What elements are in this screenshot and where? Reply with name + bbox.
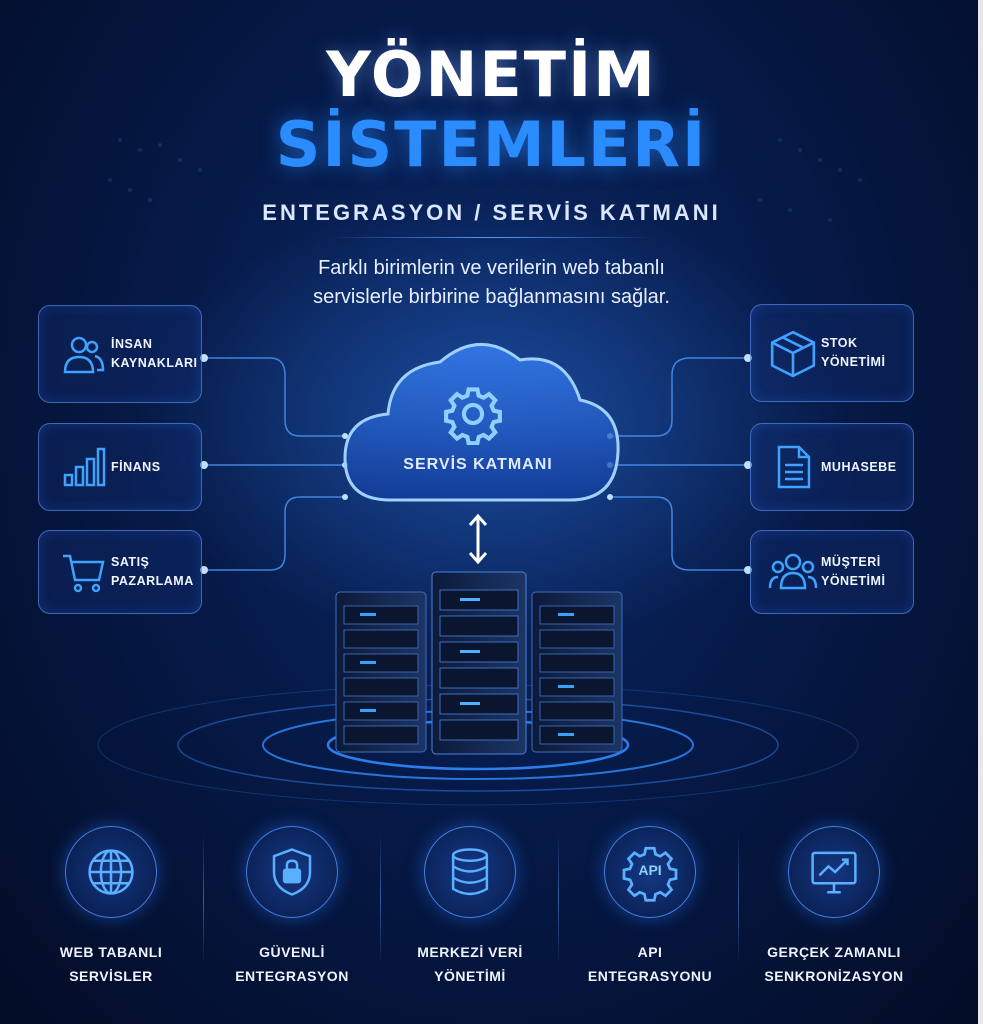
double-arrow-icon xyxy=(468,513,488,565)
users-icon xyxy=(63,336,105,374)
subtitle: ENTEGRASYON / SERVİS KATMANI xyxy=(262,200,721,225)
feature-label-line-1: MERKEZİ VERİ xyxy=(417,944,523,960)
gear-icon xyxy=(444,387,502,445)
description: Farklı birimlerin ve verilerin web taban… xyxy=(180,254,803,312)
server-racks xyxy=(335,571,623,755)
cloud-service-layer xyxy=(343,343,620,502)
feature-label-line-1: WEB TABANLI xyxy=(59,944,163,960)
right-edge-strip xyxy=(978,0,983,1024)
document-icon xyxy=(777,445,811,489)
module-card-stok-yonetimi[interactable]: STOK YÖNETİMİ xyxy=(750,304,914,402)
monitor-chart-icon xyxy=(811,851,857,894)
module-label-line-1: STOK xyxy=(821,336,858,350)
feature-gercek-zamanli-senkronizasyon: GERÇEK ZAMANLI SENKRONİZASYON xyxy=(744,826,924,988)
box-icon xyxy=(770,330,816,378)
module-label-line-1: FİNANS xyxy=(111,459,161,474)
divider xyxy=(330,237,653,238)
module-label-line-1: MÜŞTERİ xyxy=(821,555,881,569)
feature-web-tabanli-servisler: WEB TABANLI SERVİSLER xyxy=(21,826,201,988)
module-label: İNSAN KAYNAKLARI xyxy=(111,335,198,373)
api-badge: API xyxy=(638,862,662,878)
customers-icon xyxy=(768,553,818,590)
module-label-line-2: YÖNETİMİ xyxy=(821,355,886,369)
shopping-cart-icon xyxy=(63,554,105,593)
cloud-label: SERVİS KATMANI xyxy=(403,456,553,473)
module-label: MÜŞTERİ YÖNETİMİ xyxy=(821,553,901,591)
module-card-musteri-yonetimi[interactable]: MÜŞTERİ YÖNETİMİ xyxy=(750,530,914,614)
description-line-2: servislerle birbirine bağlanmasını sağla… xyxy=(313,286,670,308)
feature-label-line-1: API xyxy=(637,944,663,960)
module-label: MUHASEBE xyxy=(821,458,911,477)
module-card-satis-pazarlama[interactable]: SATIŞ PAZARLAMA xyxy=(38,530,202,614)
module-label-line-1: SATIŞ xyxy=(111,555,150,569)
shield-lock-icon xyxy=(272,848,312,896)
api-gear-icon xyxy=(622,846,678,902)
module-label: FİNANS xyxy=(111,458,191,477)
description-line-1: Farklı birimlerin ve verilerin web taban… xyxy=(318,257,665,279)
module-label: SATIŞ PAZARLAMA xyxy=(111,553,194,591)
module-label-line-2: PAZARLAMA xyxy=(111,574,194,588)
server-center xyxy=(431,571,527,755)
feature-label-line-1: GERÇEK ZAMANLI xyxy=(767,944,901,960)
feature-label-line-2: SERVİSLER xyxy=(69,968,153,984)
feature-api-entegrasyonu: API API ENTEGRASYONU xyxy=(560,826,740,988)
module-card-insan-kaynaklari[interactable]: İNSAN KAYNAKLARI xyxy=(38,305,202,403)
module-card-finans[interactable]: FİNANS xyxy=(38,423,202,511)
server-right xyxy=(531,591,623,753)
feature-separator xyxy=(203,833,204,965)
globe-icon xyxy=(88,849,134,895)
server-left xyxy=(335,591,427,753)
feature-guvenli-entegrasyon: GÜVENLİ ENTEGRASYON xyxy=(202,826,382,988)
module-label-line-1: İNSAN xyxy=(111,337,153,351)
feature-merkezi-veri-yonetimi: MERKEZİ VERİ YÖNETİMİ xyxy=(380,826,560,988)
feature-separator xyxy=(558,833,559,965)
feature-label: MERKEZİ VERİ YÖNETİMİ xyxy=(380,940,560,988)
feature-label-line-2: YÖNETİMİ xyxy=(434,968,506,984)
bar-chart-icon xyxy=(63,447,106,487)
module-label: STOK YÖNETİMİ xyxy=(821,334,901,372)
feature-label: API ENTEGRASYONU xyxy=(560,940,740,988)
feature-label: WEB TABANLI SERVİSLER xyxy=(21,940,201,988)
feature-label: GERÇEK ZAMANLI SENKRONİZASYON xyxy=(744,940,924,988)
feature-label-line-2: ENTEGRASYONU xyxy=(587,968,713,984)
title-line-1: YÖNETİM xyxy=(326,38,657,111)
feature-label-line-1: GÜVENLİ xyxy=(259,944,325,960)
feature-label: GÜVENLİ ENTEGRASYON xyxy=(202,940,382,988)
feature-label-line-2: SENKRONİZASYON xyxy=(764,968,904,984)
feature-separator xyxy=(738,833,739,965)
feature-separator xyxy=(380,833,381,965)
module-label-line-2: YÖNETİMİ xyxy=(821,574,886,588)
module-label-line-2: KAYNAKLARI xyxy=(111,356,198,370)
database-icon xyxy=(451,848,489,896)
module-label-line-1: MUHASEBE xyxy=(821,459,897,474)
module-card-muhasebe[interactable]: MUHASEBE xyxy=(750,423,914,511)
title-line-2: SİSTEMLERİ xyxy=(275,108,708,181)
feature-label-line-2: ENTEGRASYON xyxy=(235,968,349,984)
